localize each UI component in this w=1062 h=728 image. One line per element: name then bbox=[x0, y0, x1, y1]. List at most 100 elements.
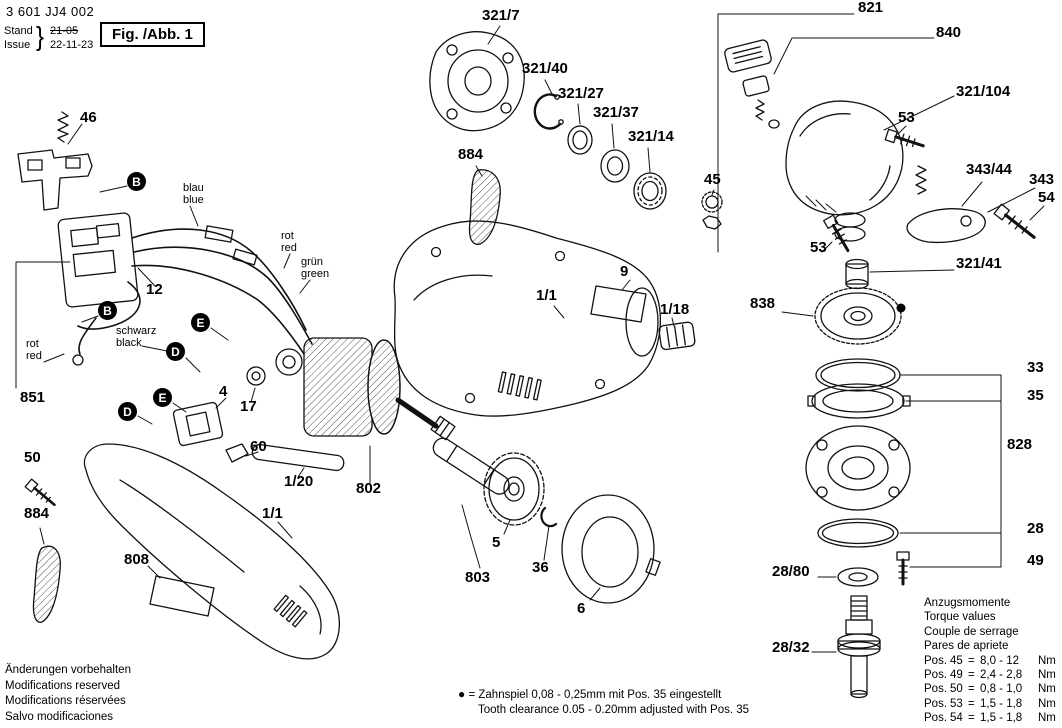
modifications-note: Änderungen vorbehalten Modifications res… bbox=[5, 663, 131, 725]
issue-block: Stand 21-05 Issue 22-11-23 bbox=[4, 24, 124, 52]
callout-54: 54 bbox=[1038, 189, 1055, 206]
issue-value: 22-11-23 bbox=[50, 39, 94, 51]
torque-row-53: Pos. 53 = 1,5 - 1,8 Nm bbox=[924, 697, 1056, 711]
drawing-bearing-flange-321-7 bbox=[429, 31, 525, 132]
drawing-screw-53-left bbox=[823, 214, 850, 253]
torque-pos-label: Pos. bbox=[924, 669, 948, 682]
issue-brace: } bbox=[36, 22, 45, 53]
callout-60: 60 bbox=[250, 438, 267, 455]
torque-unit: Nm bbox=[1038, 697, 1056, 710]
torque-title-es: Pares de apriete bbox=[924, 640, 1009, 653]
callout-321-27: 321/27 bbox=[558, 85, 604, 102]
drawing-ring-35 bbox=[807, 383, 911, 419]
drawing-bearing-321-14 bbox=[633, 172, 667, 210]
torque-row-49: Pos. 49 = 2,4 - 2,8 Nm bbox=[924, 668, 1056, 682]
drawing-washer-321-27 bbox=[567, 125, 593, 155]
torque-eq: = bbox=[968, 712, 975, 725]
callout-828: 828 bbox=[1007, 436, 1033, 453]
marker-e-2: E bbox=[153, 388, 172, 407]
drawing-baffle-884-left bbox=[32, 545, 61, 623]
marker-b-2: B bbox=[98, 301, 117, 320]
modifications-line-en: Modifications reserved bbox=[5, 679, 121, 692]
figure-label: Fig. /Abb. 1 bbox=[100, 22, 205, 47]
torque-pos-label: Pos. bbox=[924, 654, 948, 667]
callout-321-104: 321/104 bbox=[956, 83, 1011, 100]
wire-label-black-en: black bbox=[116, 337, 142, 349]
tooth-clearance-line-de: ● = Zahnspiel 0,08 - 0,25mm mit Pos. 35 … bbox=[458, 687, 749, 703]
drawing-armature-802 bbox=[275, 337, 456, 441]
callout-46: 46 bbox=[80, 109, 97, 126]
callout-28-80: 28/80 bbox=[772, 563, 810, 580]
callout-808: 808 bbox=[124, 551, 150, 568]
callout-35: 35 bbox=[1027, 387, 1044, 404]
wire-label-red-mid-en: red bbox=[281, 242, 297, 254]
callout-802: 802 bbox=[356, 480, 382, 497]
callout-1-1-left: 1/1 bbox=[262, 505, 283, 522]
title-block: 3 601 JJ4 002 Stand 21-05 Issue 22-11-23… bbox=[4, 4, 94, 52]
drawing-button-840 bbox=[742, 75, 770, 97]
callout-884-mid: 884 bbox=[458, 146, 484, 163]
torque-unit: Nm bbox=[1038, 712, 1056, 725]
torque-pos-label: Pos. bbox=[924, 712, 948, 725]
drawing-pin-321-41 bbox=[845, 258, 869, 290]
drawing-switch-slider-821 bbox=[724, 39, 772, 73]
callout-840: 840 bbox=[936, 24, 962, 41]
legend-equals: = bbox=[468, 689, 476, 701]
torque-value: 1,5 - 1,8 bbox=[980, 712, 1023, 725]
torque-unit: Nm bbox=[1038, 683, 1056, 696]
callout-321-37: 321/37 bbox=[593, 104, 639, 121]
drawing-spring-840 bbox=[755, 99, 765, 121]
callout-1-20: 1/20 bbox=[284, 473, 314, 490]
wire-label-red-left-de: rot bbox=[26, 338, 39, 350]
drawing-circlip-321-40 bbox=[533, 93, 564, 130]
callout-5: 5 bbox=[492, 534, 501, 551]
torque-eq: = bbox=[968, 654, 975, 667]
drawing-oring-840 bbox=[768, 119, 780, 129]
callout-28-32: 28/32 bbox=[772, 639, 810, 656]
callout-321-7: 321/7 bbox=[482, 7, 520, 24]
drawing-spindle-28-32 bbox=[837, 595, 881, 699]
callout-884-left: 884 bbox=[24, 505, 50, 522]
drawing-motor-housing bbox=[393, 220, 661, 417]
marker-d-1: D bbox=[166, 342, 185, 361]
marker-e-1: E bbox=[191, 313, 210, 332]
legend-dot: ● bbox=[458, 687, 466, 701]
callout-50: 50 bbox=[24, 449, 41, 466]
drawing-screw-53-top bbox=[884, 128, 925, 148]
marker-d-2: D bbox=[118, 402, 137, 421]
torque-title-fr: Couple de serrage bbox=[924, 625, 1019, 638]
wire-label-green-en: green bbox=[301, 268, 330, 280]
tooth-clearance-note: ● = Zahnspiel 0,08 - 0,25mm mit Pos. 35 … bbox=[458, 687, 749, 718]
callout-321-40: 321/40 bbox=[522, 60, 568, 77]
wire-label-red-mid: rot red bbox=[281, 230, 297, 254]
callout-6: 6 bbox=[577, 600, 586, 617]
callout-821: 821 bbox=[858, 0, 884, 16]
callout-851: 851 bbox=[20, 389, 46, 406]
legend-note-en: Tooth clearance 0.05 - 0.20mm adjusted w… bbox=[478, 704, 750, 716]
drawing-electronics-module-12 bbox=[57, 212, 139, 308]
issue-label: Issue bbox=[4, 39, 31, 51]
torque-pos-num: 49 bbox=[950, 669, 963, 682]
marker-b-1: B bbox=[127, 172, 146, 191]
drawing-washer-28-80 bbox=[837, 567, 879, 587]
drawing-oring-33 bbox=[815, 358, 901, 392]
wire-label-red-left: rot red bbox=[26, 338, 42, 362]
drawing-wiring bbox=[72, 225, 313, 366]
modifications-line-fr: Modifications réservées bbox=[5, 695, 126, 707]
wire-label-red-mid-de: rot bbox=[281, 230, 294, 242]
torque-eq: = bbox=[968, 683, 975, 696]
callout-53-left: 53 bbox=[810, 239, 827, 256]
callout-53-top: 53 bbox=[898, 109, 915, 126]
callout-45: 45 bbox=[704, 171, 721, 188]
callout-1-1-center: 1/1 bbox=[536, 287, 557, 304]
torque-table: Anzugsmomente Torque values Couple de se… bbox=[924, 596, 1056, 726]
drawing-screw-49 bbox=[896, 551, 910, 586]
torque-value: 0,8 - 1,0 bbox=[980, 683, 1023, 696]
torque-row-45: Pos. 45 = 8,0 - 12 Nm bbox=[924, 654, 1056, 668]
callout-49: 49 bbox=[1027, 552, 1044, 569]
drawing-pinion-45 bbox=[701, 191, 723, 230]
drawing-clamp-lever-343 bbox=[906, 208, 986, 244]
torque-value: 1,5 - 1,8 bbox=[980, 697, 1023, 710]
callout-321-41: 321/41 bbox=[956, 255, 1002, 272]
